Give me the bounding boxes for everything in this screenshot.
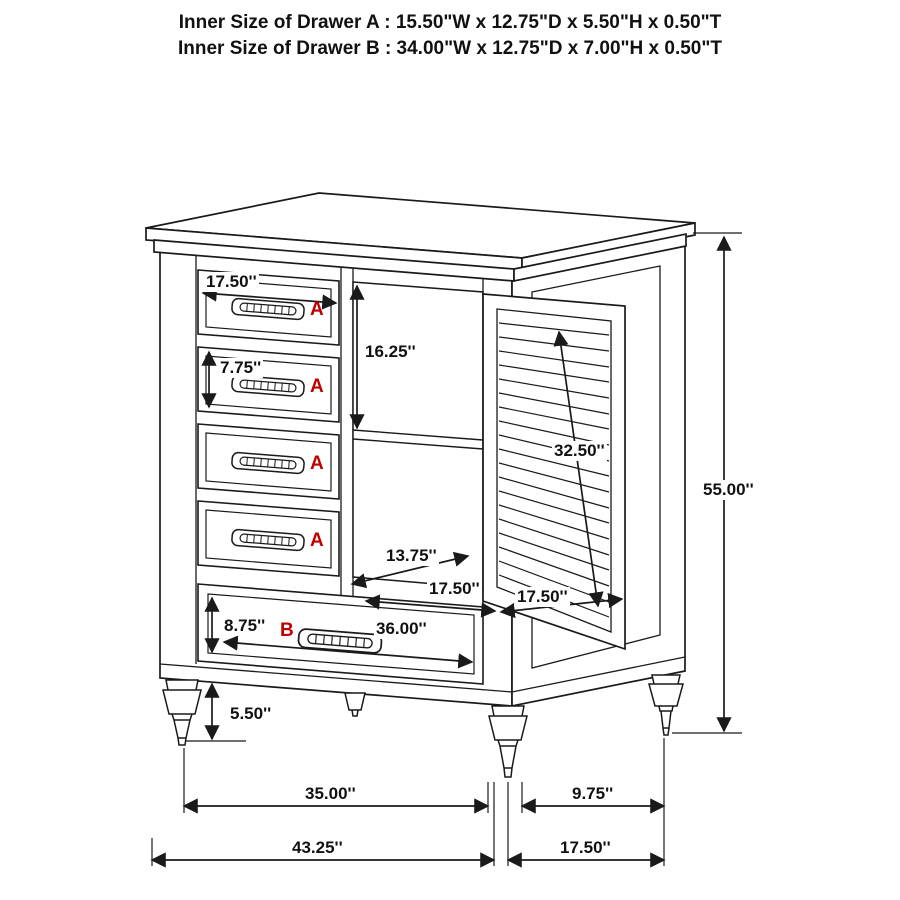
dim-door-width: 17.50'' <box>515 587 570 607</box>
interior-shelf <box>352 429 484 450</box>
legs <box>162 674 684 778</box>
dim-drawer-b-height: 8.75'' <box>222 616 268 636</box>
dim-upper-section-height: 16.25'' <box>363 342 418 362</box>
dim-front-width: 35.00'' <box>303 784 358 804</box>
drawer-a4 <box>197 500 340 577</box>
back-left-leg <box>344 692 366 717</box>
arrow-drawer-a-width <box>201 286 338 310</box>
cabinet-interior <box>352 281 484 589</box>
arrow-interior-width <box>364 594 497 618</box>
dim-drawer-b-width: 36.00'' <box>374 619 429 639</box>
back-right-leg <box>648 674 684 736</box>
cabinet-top <box>145 192 696 283</box>
drawer-a3 <box>197 423 340 500</box>
dim-drawer-a-height: 7.75'' <box>218 358 264 378</box>
dim-overall-height: 55.00'' <box>701 480 756 500</box>
arrow-interior-depth <box>350 551 470 589</box>
drawer-b-size-title: Inner Size of Drawer B : 34.00"W x 12.75… <box>178 38 722 59</box>
dim-leg-height: 5.50'' <box>228 704 274 724</box>
front-right-leg <box>488 705 528 778</box>
drawer-a1-label: A <box>310 299 324 320</box>
dim-drawer-a-width: 17.50'' <box>204 272 259 292</box>
base-molding-line <box>159 656 686 693</box>
drawer-b-label: B <box>280 620 294 641</box>
front-left-leg <box>162 679 202 746</box>
drawer-a3-label: A <box>310 453 324 474</box>
front-stiles <box>195 255 484 664</box>
arrow-door-panel-height <box>553 330 604 608</box>
drawer-a4-label: A <box>310 530 324 551</box>
crown-band-side <box>513 232 687 283</box>
door-inner-frame <box>496 308 612 633</box>
dim-side-offset: 9.75'' <box>570 784 616 804</box>
drawer-a2-label: A <box>310 376 324 397</box>
dim-interior-depth: 13.75'' <box>384 546 439 566</box>
dim-overall-depth: 17.50'' <box>558 838 613 858</box>
arrow-drawer-b-width <box>222 635 474 669</box>
dim-overall-width: 43.25'' <box>290 838 345 858</box>
drawer-a-size-title: Inner Size of Drawer A : 15.50"W x 12.75… <box>178 12 722 33</box>
dim-interior-width: 17.50'' <box>427 579 482 599</box>
dim-door-panel-height: 32.50'' <box>552 441 607 461</box>
